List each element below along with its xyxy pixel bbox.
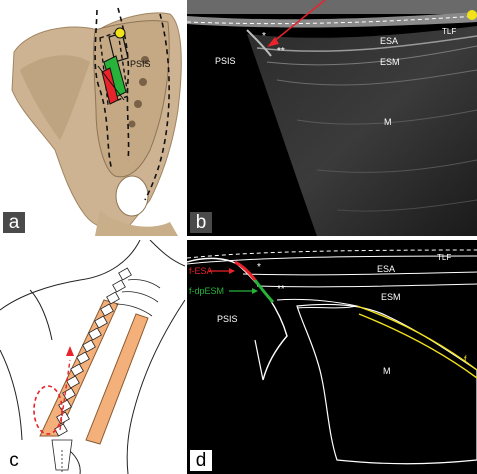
label-tlf-d: TLF [437,253,451,262]
panel-tag-a: a [3,212,25,233]
label-double-star-d: ** [277,284,285,295]
label-tlf-b: TLF [442,27,456,36]
panel-tag-b: b [190,212,212,233]
panel-d: TLF ESA ESM M PSIS f-ESA f-dpESM f * ** … [187,240,477,474]
label-m-b: M [384,117,392,127]
label-psis-b: PSIS [215,56,236,66]
ultrasound-image: TLF ESA ESM M PSIS * ** [187,0,477,236]
label-m-d: M [383,366,391,376]
label-f-esa: f-ESA [189,266,213,276]
yellow-dot-icon [467,10,477,20]
panel-tag-d: d [190,450,212,471]
label-esm-d: ESM [381,292,401,302]
label-psis-a: PSIS [130,59,151,69]
label-star-b: * [262,31,266,42]
red-arrow-icon [66,346,74,356]
label-psis-d: PSIS [217,314,238,324]
panel-b: TLF ESA ESM M PSIS * ** b [187,0,477,236]
label-star-d: * [257,262,261,273]
panel-tag-c: c [3,450,25,471]
yellow-dot-icon [115,28,125,38]
panel-a: PSIS a [0,0,185,236]
label-esa-b: ESA [380,36,398,46]
obturator-foramen [116,176,148,216]
back-illustration [0,240,185,474]
pelvis-illustration: PSIS [0,0,185,236]
panel-c: c [0,240,185,474]
label-esm-b: ESM [380,57,400,67]
schematic-diagram: TLF ESA ESM M PSIS f-ESA f-dpESM f * ** [187,240,477,474]
label-esa-d: ESA [377,264,395,274]
label-f-dpesm: f-dpESM [189,286,224,296]
label-double-star-b: ** [277,46,285,57]
